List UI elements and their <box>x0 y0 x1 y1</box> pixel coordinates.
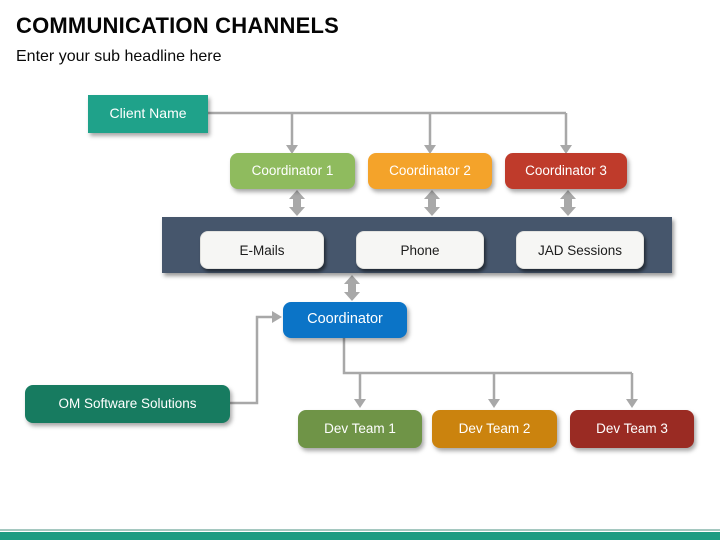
node-client-name: Client Name <box>88 95 208 133</box>
double-arrow-coordinator2-channels <box>424 190 440 216</box>
node-dev-team-3: Dev Team 3 <box>570 410 694 448</box>
double-arrow-channels-coordinator <box>344 275 360 301</box>
node-coordinator-2: Coordinator 2 <box>368 153 492 189</box>
node-jad-sessions-label: JAD Sessions <box>537 242 623 258</box>
node-client-name-label: Client Name <box>109 105 187 122</box>
arrowhead-dev-team-3 <box>626 399 638 408</box>
node-dev-team-1: Dev Team 1 <box>298 410 422 448</box>
node-coordinator-2-label: Coordinator 2 <box>389 162 471 178</box>
node-dev-team-2: Dev Team 2 <box>432 410 557 448</box>
node-jad-sessions: JAD Sessions <box>516 231 644 269</box>
node-dev-team-2-label: Dev Team 2 <box>458 420 531 436</box>
arrowhead-dev-team-2 <box>488 399 500 408</box>
double-arrow-coordinator1-channels <box>289 190 305 216</box>
footer-accent-line <box>0 529 720 531</box>
connector-coordinator-to-devteams <box>342 337 634 399</box>
node-coordinator: Coordinator <box>283 302 407 338</box>
node-coordinator-1-label: Coordinator 1 <box>251 162 334 178</box>
page-title: COMMUNICATION CHANNELS <box>16 13 339 38</box>
arrowhead-dev-team-1 <box>354 399 366 408</box>
node-coordinator-3-label: Coordinator 3 <box>525 162 607 178</box>
node-phone: Phone <box>356 231 484 269</box>
page-subtitle: Enter your sub headline here <box>16 48 222 65</box>
node-coordinator-1: Coordinator 1 <box>230 153 355 189</box>
node-om-software-solutions: OM Software Solutions <box>25 385 230 423</box>
node-emails: E-Mails <box>200 231 324 269</box>
node-phone-label: Phone <box>400 242 440 258</box>
node-dev-team-3-label: Dev Team 3 <box>596 420 668 436</box>
connector-client-to-coordinators <box>208 111 568 145</box>
double-arrow-coordinator3-channels <box>560 190 576 216</box>
node-coordinator-label: Coordinator <box>307 311 383 328</box>
node-coordinator-3: Coordinator 3 <box>505 153 627 189</box>
node-dev-team-1-label: Dev Team 1 <box>324 420 396 436</box>
connector-company-to-coordinator <box>230 315 273 405</box>
node-emails-label: E-Mails <box>239 242 285 258</box>
arrowhead-into-coordinator <box>272 311 282 323</box>
footer-accent-bar <box>0 532 720 540</box>
node-om-software-solutions-label: OM Software Solutions <box>58 395 197 411</box>
